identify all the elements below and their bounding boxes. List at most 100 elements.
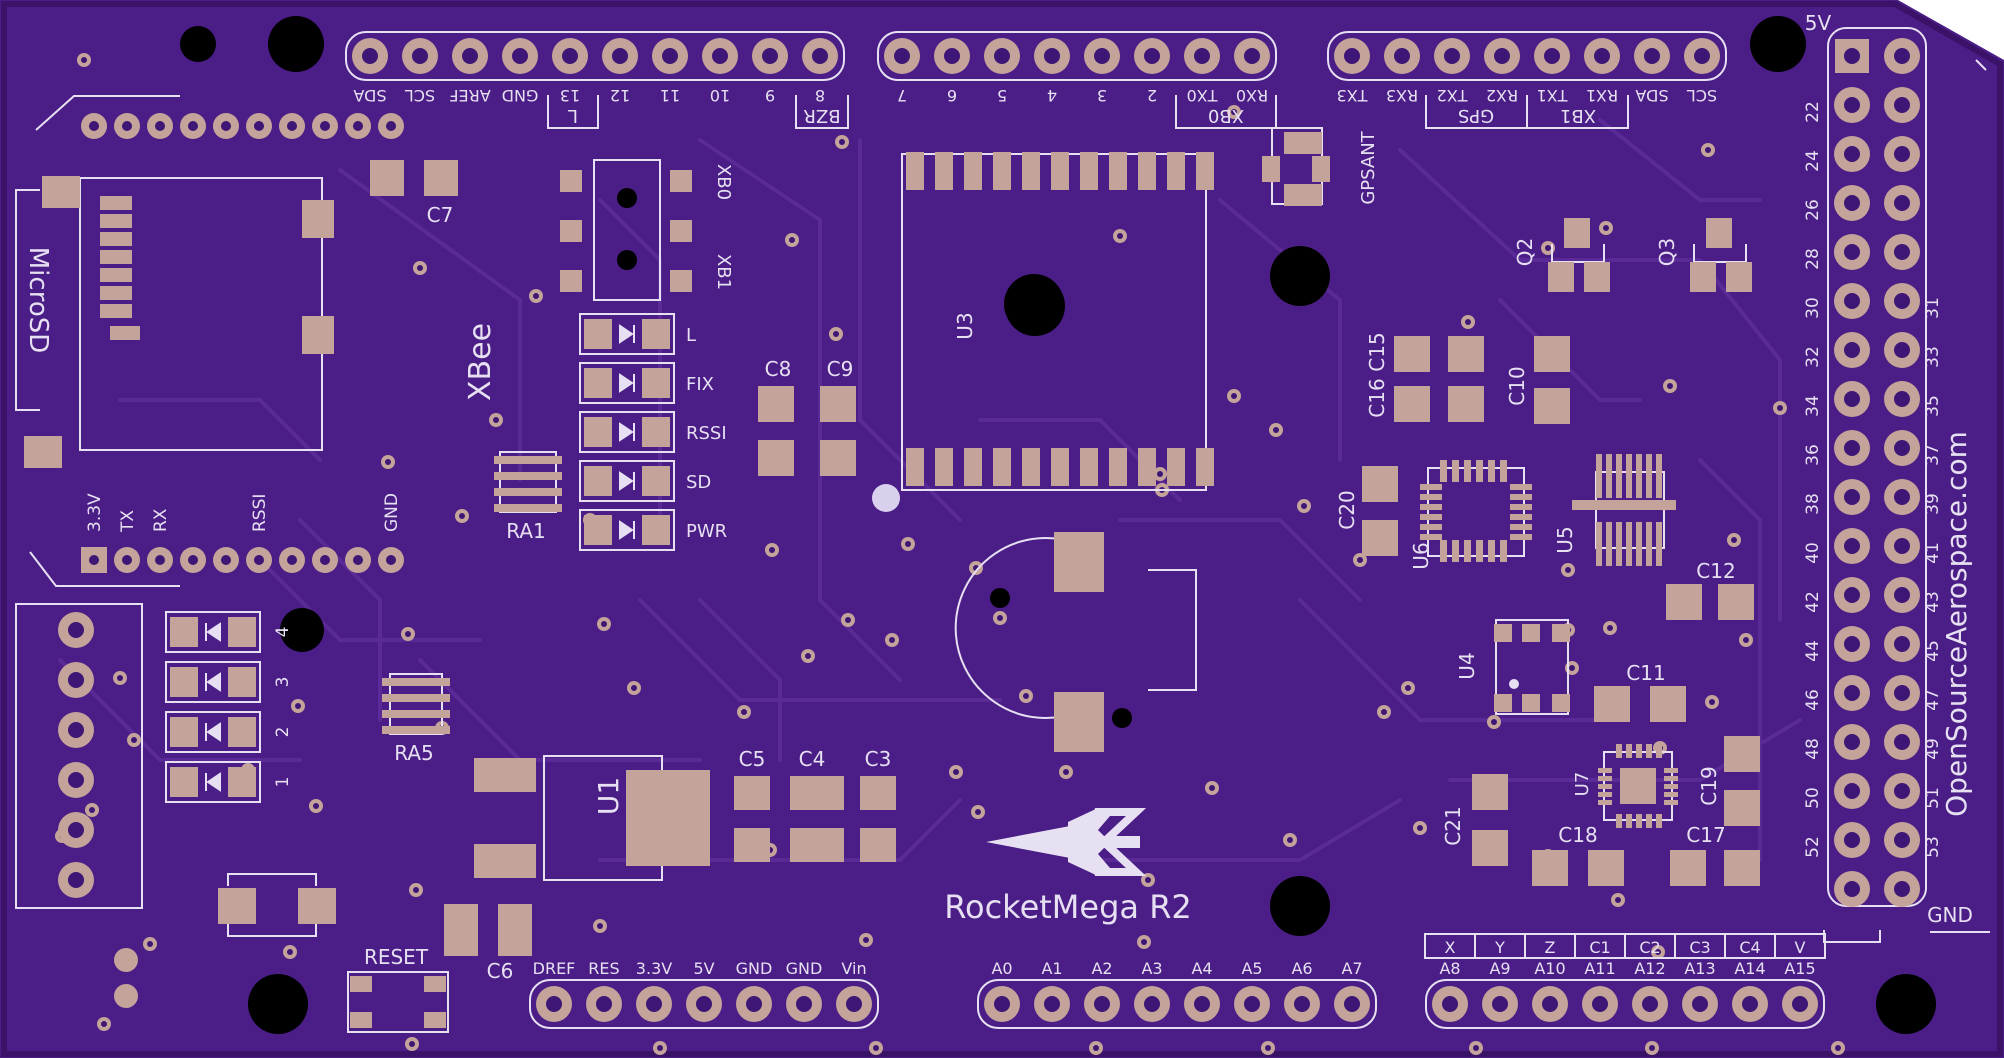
pin-label: 9 [765,86,775,105]
gpsant-label: GPSANT [1358,130,1379,204]
pin-label: TX1 [1537,86,1569,105]
c6-pad-a [444,904,478,956]
c20-label: C20 [1335,490,1359,529]
pin-label: GND [786,959,823,978]
right-header-5v: 5V [1805,11,1832,35]
pin-label: TX2 [1437,86,1469,105]
c4-pad-b [790,828,844,862]
pin-label: A0 [991,959,1012,978]
q3-transistor [1690,218,1752,292]
microsd-label: MicroSD [23,247,53,354]
pin-label: C2 [1639,938,1660,957]
pin-label: X [1445,938,1456,957]
side-led [165,661,261,703]
xbee-select-switch[interactable] [560,159,692,301]
q2-transistor [1548,218,1610,292]
u7-label: U7 [1572,772,1593,797]
c9-pad-b [820,440,856,476]
pin-label: 5 [997,86,1007,105]
c16-pad-a [1448,336,1484,372]
c6-label: C6 [487,959,514,983]
c21-label: C21 [1441,806,1465,845]
pin-label: 1 [273,777,293,788]
c16-pad-b [1448,386,1484,422]
pin-label: A4 [1191,959,1212,978]
pin-label: 37 [1923,444,1943,466]
website-label: OpenSourceAerospace.com [1940,431,1973,817]
pin-label: 49 [1923,738,1943,760]
c21-pad-a [1472,774,1508,810]
jumper-pin [114,948,138,972]
c7-label: C7 [427,203,454,227]
rocket-logo-icon [986,808,1147,876]
pin-label: 3.3V [636,959,672,978]
pin-label: TX [118,510,138,533]
u1-voltage-regulator [474,755,710,881]
pin-label: 46 [1803,689,1823,711]
ra5-label: RA5 [394,741,434,765]
c11-label: C11 [1626,661,1665,685]
pin-label: A12 [1634,959,1665,978]
pin-label: 12 [610,86,630,105]
c19-label: C19 [1697,766,1721,805]
c6-pad-b [498,904,532,956]
status-led [579,509,675,551]
side-led [165,611,261,653]
pin-label: 52 [1803,836,1823,858]
c4-label: C4 [799,747,826,771]
l-group-label: L [568,105,578,126]
ra1-resistor-array [494,451,562,513]
pin-label: 31 [1923,297,1943,319]
c5-pad-a [734,776,770,810]
pin-label: 5V [693,959,714,978]
c9-pad-a [820,386,856,422]
u3-gps-module [901,152,1214,491]
side-led [165,711,261,753]
pin-label: GND [736,959,773,978]
pin-label: A9 [1489,959,1510,978]
pin-label: SCL [1687,86,1717,105]
pin-label: A11 [1584,959,1615,978]
ra5-resistor-array [382,673,450,735]
pin-label: GND [382,493,402,532]
vias [55,53,1845,1055]
c17-pad-a [1670,850,1706,886]
q2-label: Q2 [1513,238,1537,266]
pin-label: V [1795,938,1806,957]
pin-label: PWR [686,521,727,542]
pin-label: A10 [1534,959,1565,978]
c16-label: C16 [1365,378,1389,417]
c5-pad-b [734,828,770,862]
q3-label: Q3 [1655,238,1679,266]
pin-label: 45 [1923,640,1943,662]
pin-label: 38 [1803,493,1823,515]
gps-group-label: GPS [1458,105,1494,126]
pin-label: 48 [1803,738,1823,760]
c8-label: C8 [765,357,792,381]
pin-label: Z [1545,938,1556,957]
pin-label: 44 [1803,640,1823,662]
side-connector-pins [58,612,94,898]
pin-label: 13 [560,86,580,105]
c18-label: C18 [1558,823,1597,847]
c17-label: C17 [1686,823,1725,847]
c21-pad-b [1472,830,1508,866]
xb0-switch-label: XB0 [713,164,734,200]
c15-label: C15 [1365,332,1389,371]
xb1-group-label: XB1 [1560,105,1596,126]
c12-label: C12 [1696,559,1735,583]
status-led [579,362,675,404]
c3-label: C3 [865,747,892,771]
pin-label: A15 [1784,959,1815,978]
c4-pad-a [790,776,844,810]
c7-pad-a [370,160,404,196]
reset-button[interactable] [347,971,449,1033]
xb1-switch-label: XB1 [713,254,734,290]
pin-label: SCL [405,86,435,105]
pin-label: TX0 [1187,86,1219,105]
